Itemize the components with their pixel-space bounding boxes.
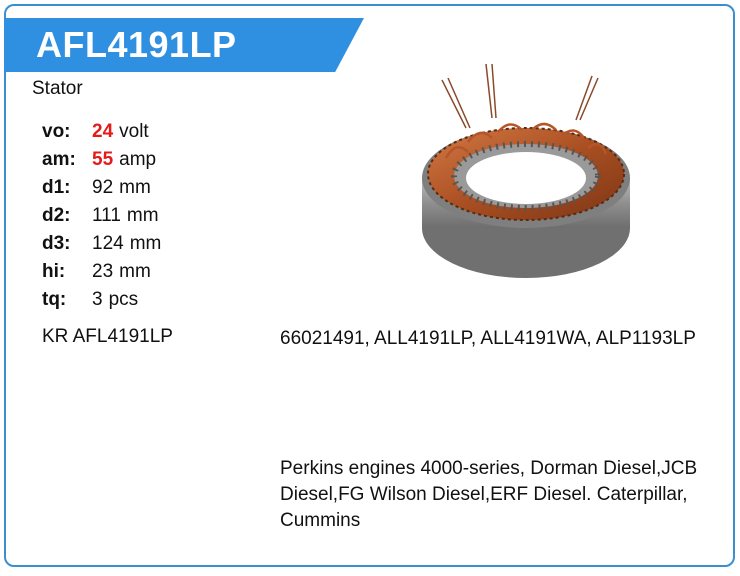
spec-row-height: hi: 23 mm — [42, 258, 272, 286]
cross-references: 66021491, ALL4191LP, ALL4191WA, ALP1193L… — [280, 328, 696, 349]
spec-row-d1: d1: 92 mm — [42, 174, 272, 202]
spec-value: 92 — [92, 177, 114, 198]
part-number: KR AFL4191LP — [42, 326, 173, 347]
spec-row-current: am: 55 amp — [42, 146, 272, 174]
spec-unit: amp — [119, 149, 157, 170]
product-code: AFL4191LP — [36, 24, 237, 65]
lead-wires — [441, 63, 599, 129]
spec-value: 3 — [92, 289, 103, 310]
spec-value: 24 — [92, 121, 114, 142]
spec-value: 124 — [92, 233, 124, 254]
spec-value: 111 — [92, 205, 121, 226]
spec-list: vo: 24 volt am: 55 amp d1: 92 mm d2: 111… — [42, 118, 272, 314]
spec-key: d3: — [42, 233, 71, 254]
winding-loops — [444, 122, 608, 159]
spec-value: 55 — [92, 149, 114, 170]
spec-key: tq: — [42, 289, 67, 310]
stator-image — [422, 63, 630, 278]
spec-unit: mm — [129, 233, 162, 254]
spec-unit: pcs — [108, 289, 139, 310]
spec-key: d1: — [42, 177, 71, 198]
spec-row-d3: d3: 124 mm — [42, 230, 272, 258]
spec-key: am: — [42, 149, 76, 170]
spec-key: hi: — [42, 261, 66, 282]
spec-row-quantity: tq: 3 pcs — [42, 286, 272, 314]
spec-unit: mm — [119, 261, 151, 282]
spec-key: vo: — [42, 121, 71, 142]
product-card: AFL4191LP Stator vo: 24 volt am: 55 amp … — [4, 4, 735, 567]
spec-row-voltage: vo: 24 volt — [42, 118, 272, 146]
product-type: Stator — [32, 78, 83, 99]
spec-unit: mm — [119, 177, 151, 198]
spec-unit: mm — [126, 205, 159, 226]
title-banner — [4, 18, 364, 72]
spec-row-d2: d2: 111 mm — [42, 202, 272, 230]
spec-key: d2: — [42, 205, 71, 226]
spec-value: 23 — [92, 261, 114, 282]
spec-unit: volt — [119, 121, 149, 142]
applications: Perkins engines 4000-series, Dorman Dies… — [280, 458, 698, 531]
